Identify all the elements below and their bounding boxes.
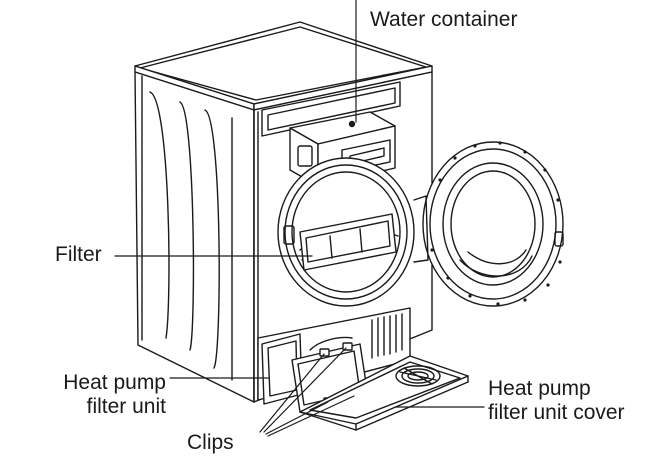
open-door (414, 141, 563, 306)
label-heat-pump-filter-unit-line1: Heat pump (63, 371, 166, 394)
leader-clip-1 (260, 354, 324, 432)
label-heat-pump-filter-unit: Heat pump filter unit (8, 371, 166, 419)
label-filter: Filter (55, 243, 102, 266)
leader-clip-3 (266, 402, 328, 434)
label-water-container: Water container (370, 8, 518, 31)
leader-lines (115, 0, 484, 436)
leader-clip-2 (264, 348, 346, 432)
label-clips: Clips (187, 431, 234, 454)
label-heat-pump-filter-unit-line2: filter unit (86, 395, 166, 419)
label-heat-pump-filter-unit-cover-line1: Heat pump (488, 377, 591, 400)
heat-pump-compartment (258, 308, 410, 412)
label-heat-pump-filter-unit-cover-line2: filter unit cover (488, 401, 625, 425)
label-heat-pump-filter-unit-cover: Heat pump filter unit cover (488, 377, 625, 425)
leader-clip-4 (268, 396, 354, 436)
filter-unit-cover (300, 356, 468, 430)
vent-grille (372, 314, 402, 358)
drum-opening (278, 158, 414, 306)
door-screw-dots (430, 141, 562, 306)
